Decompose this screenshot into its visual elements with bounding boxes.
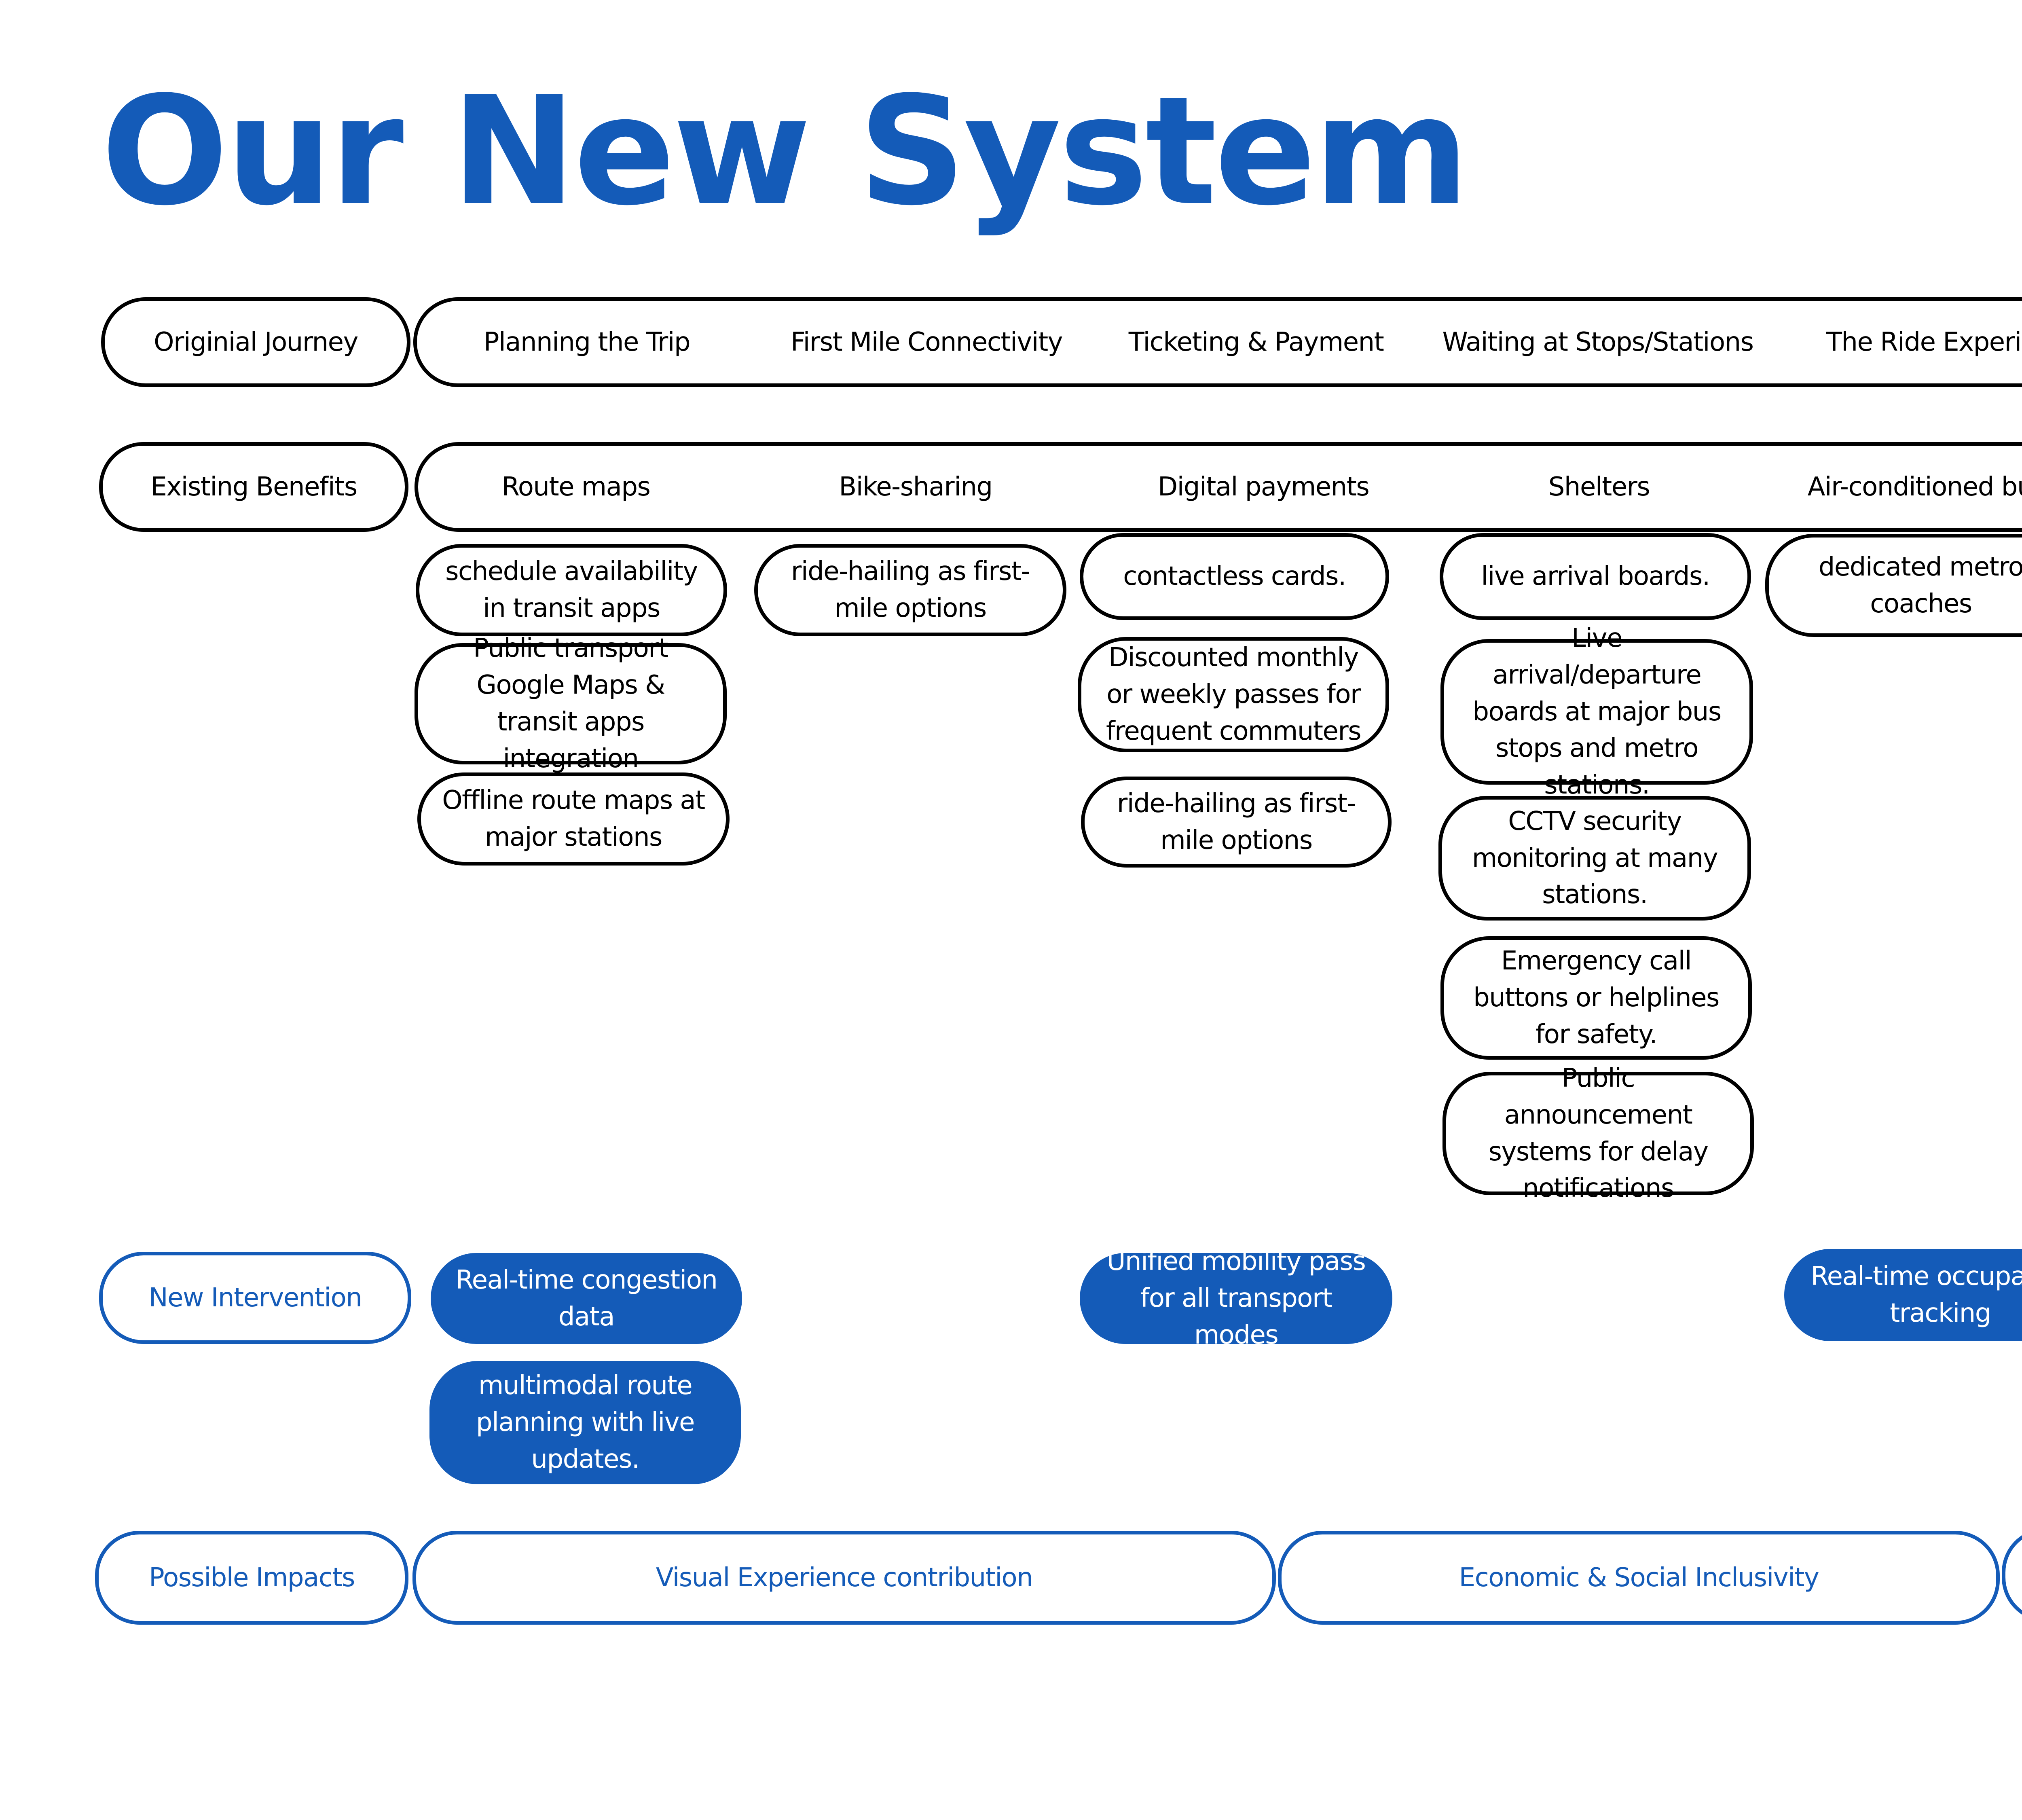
row-label-text: New Intervention: [148, 1282, 362, 1313]
row-label-possible-impacts: Possible Impacts: [95, 1531, 408, 1625]
stage-waiting-at-stops: Waiting at Stops/Stations: [1442, 327, 1754, 357]
impact-group-visual-experience: Visual Experience contribution: [412, 1531, 1276, 1625]
benefit-card: schedule availability in transit apps: [416, 544, 727, 636]
impact-group-label: Visual Experience contribution: [656, 1562, 1033, 1593]
intervention-card: Real-time congestion data: [431, 1253, 742, 1344]
benefit-card: contactless cards.: [1080, 533, 1389, 620]
row-label-text: Originial Journey: [154, 327, 358, 357]
impact-group-economic-social: Economic & Social Inclusivity: [1278, 1531, 2000, 1625]
impact-group-environmental-urban: Environmental & Urban Benefits: [2002, 1528, 2022, 1622]
benefit-card: ride-hailing as first-mile options: [754, 544, 1066, 636]
benefit-card: CCTV security monitoring at many station…: [1438, 796, 1751, 921]
stage-first-mile-connectivity: First Mile Connectivity: [790, 327, 1063, 357]
benefit-card: live arrival boards.: [1440, 533, 1751, 620]
benefit-header-shelters: Shelters: [1548, 472, 1650, 502]
page-title: Our New System: [101, 65, 1470, 239]
stage-planning-the-trip: Planning the Trip: [483, 327, 691, 357]
benefit-header-route-maps: Route maps: [501, 472, 651, 502]
benefit-card: Public transport Google Maps & transit a…: [415, 633, 727, 774]
row-label-new-intervention: New Intervention: [99, 1252, 411, 1344]
benefit-card: dedicated metro coaches: [1765, 534, 2022, 637]
intervention-card: Real-time occupancy tracking: [1784, 1249, 2022, 1341]
benefit-header-bike-sharing: Bike-sharing: [839, 472, 993, 502]
intervention-card: multimodal route planning with live upda…: [429, 1361, 741, 1484]
journey-stages-bar: Planning the Trip First Mile Connectivit…: [413, 297, 2022, 387]
benefit-card: Offline route maps at major stations: [417, 772, 730, 866]
existing-benefits-bar: Route maps Bike-sharing Digital payments…: [415, 442, 2022, 532]
impact-group-label: Economic & Social Inclusivity: [1459, 1562, 1819, 1593]
intervention-card: Unified mobility pass for all transport …: [1080, 1246, 1392, 1350]
benefit-card: Discounted monthly or weekly passes for …: [1078, 637, 1389, 752]
stage-ride-experience: The Ride Experience: [1826, 327, 2022, 357]
benefit-card: Live arrival/departure boards at major b…: [1440, 623, 1753, 800]
stage-ticketing-payment: Ticketing & Payment: [1128, 327, 1384, 357]
row-label-existing-benefits: Existing Benefits: [99, 442, 408, 532]
benefit-header-digital-payments: Digital payments: [1157, 472, 1370, 502]
benefit-header-ac-buses: Air-conditioned buses: [1807, 472, 2022, 502]
row-label-text: Existing Benefits: [150, 472, 357, 502]
benefit-card: Emergency call buttons or helplines for …: [1440, 936, 1752, 1060]
row-label-original-journey: Originial Journey: [101, 297, 410, 387]
benefit-card: Public announcement systems for delay no…: [1442, 1063, 1754, 1203]
row-label-text: Possible Impacts: [149, 1562, 355, 1593]
benefit-card: ride-hailing as first-mile options: [1081, 777, 1392, 868]
